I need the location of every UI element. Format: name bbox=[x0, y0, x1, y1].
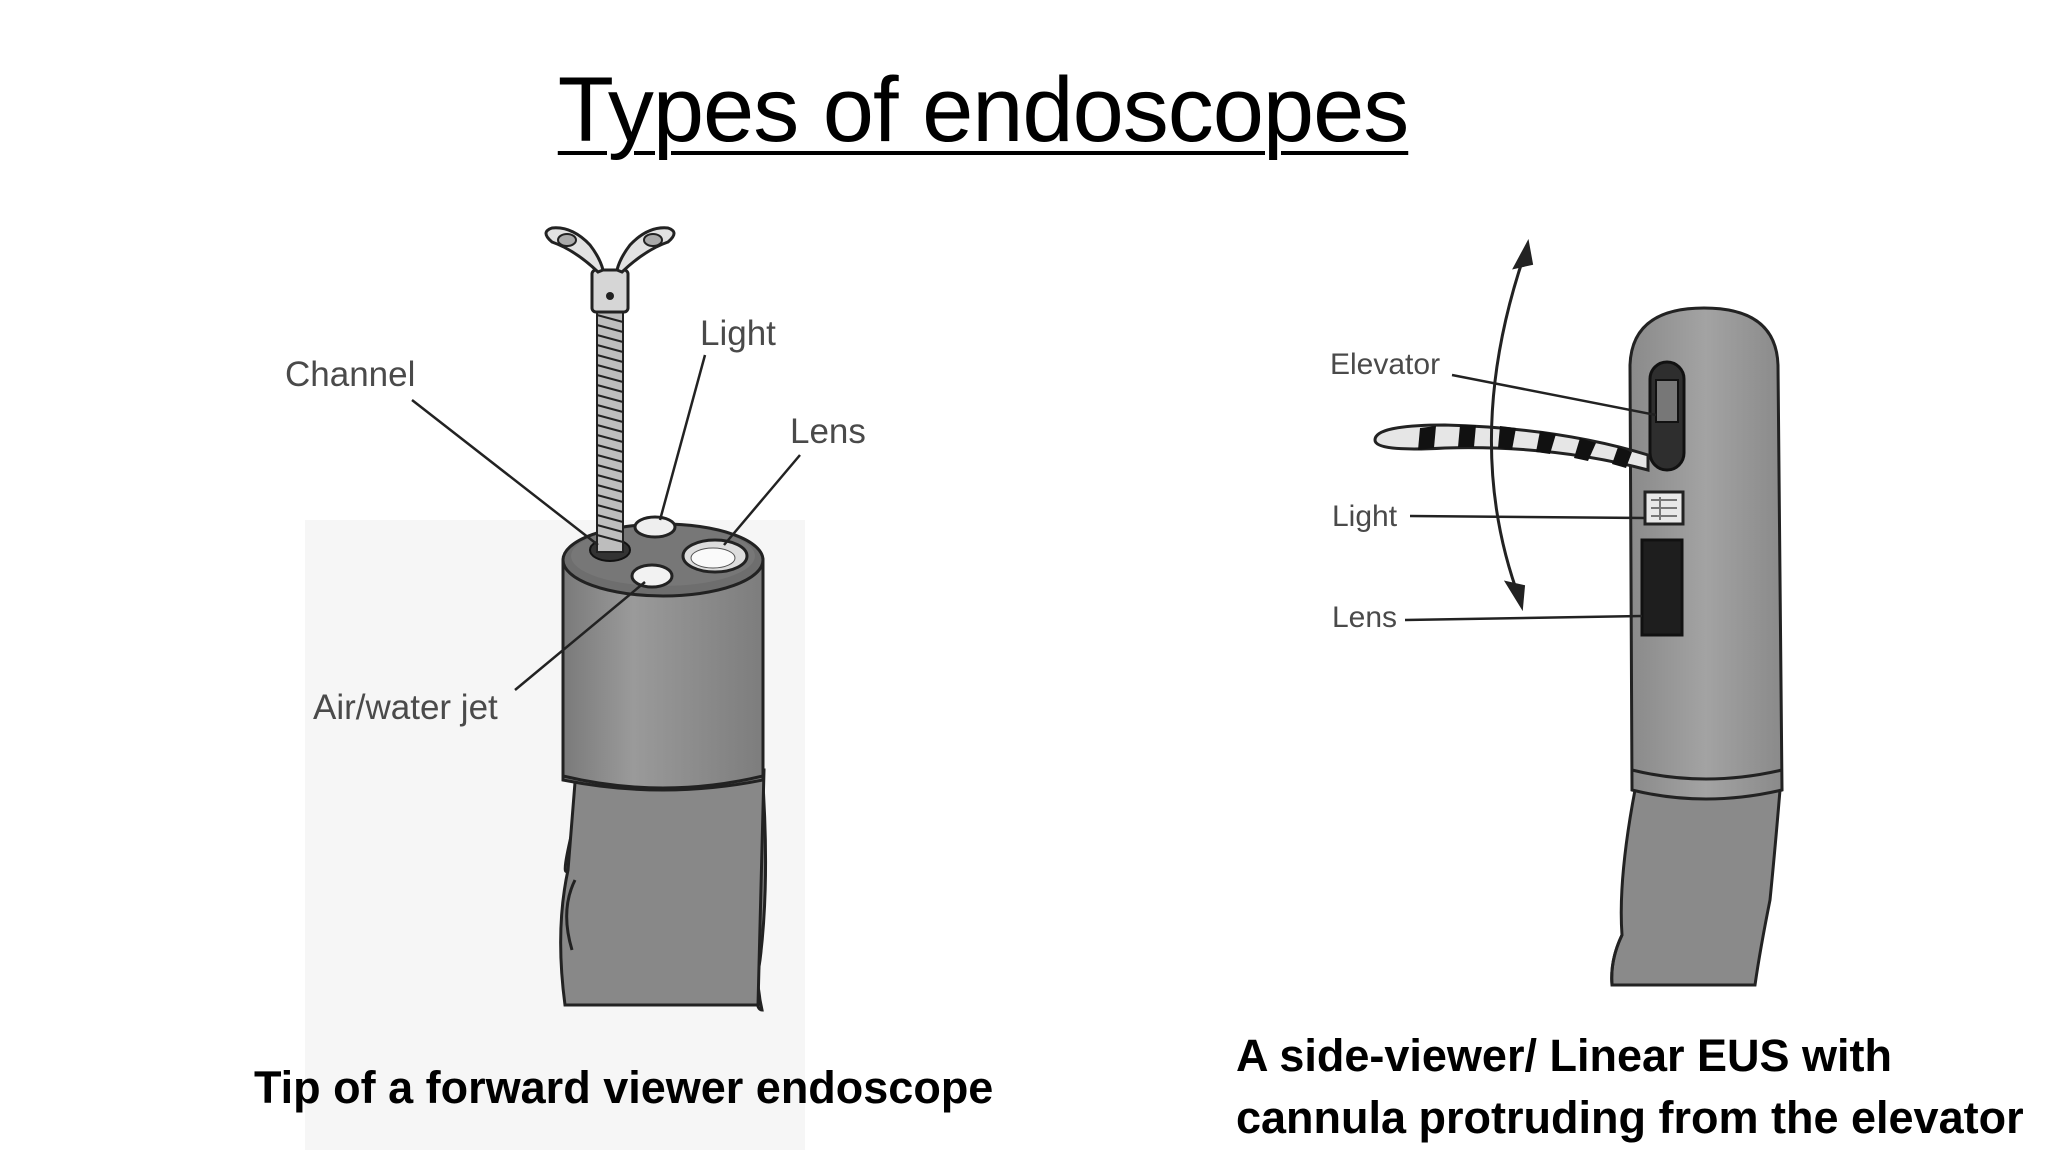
lens-leader-line-side bbox=[1404, 614, 1643, 622]
elevator-motion-arc bbox=[1490, 249, 1528, 601]
side-viewer-shaft bbox=[1610, 788, 1782, 987]
label-light: Light bbox=[700, 314, 776, 353]
channel-leader-line bbox=[411, 399, 599, 546]
forward-viewer-tip-seam bbox=[562, 774, 764, 790]
light-opening bbox=[633, 515, 677, 539]
biopsy-forceps bbox=[544, 226, 676, 553]
light-leader-line bbox=[658, 354, 707, 521]
label-light-side: Light bbox=[1332, 500, 1398, 533]
label-lens: Lens bbox=[790, 412, 866, 451]
lens-leader-line bbox=[723, 454, 801, 546]
light-window-pattern bbox=[1651, 497, 1677, 520]
side-viewer-caption-line-1: A side-viewer/ Linear EUS with bbox=[1236, 1030, 1893, 1081]
slide-title: Types of endoscopes bbox=[557, 59, 1409, 161]
forward-viewer-shaft-body bbox=[559, 768, 766, 1007]
lens-glass bbox=[690, 547, 736, 569]
side-viewer-shaft-crease bbox=[1610, 934, 1624, 986]
forward-viewer-tip-cylinder bbox=[561, 558, 765, 792]
air-water-jet-leader-line bbox=[514, 581, 646, 691]
label-elevator: Elevator bbox=[1330, 348, 1440, 381]
forward-viewer-caption: Tip of a forward viewer endoscope bbox=[254, 1062, 994, 1113]
cannula bbox=[1373, 423, 1650, 472]
light-leader-line-side bbox=[1409, 514, 1646, 520]
arrow-head-up bbox=[1512, 239, 1534, 270]
label-air-water-jet: Air/water jet bbox=[313, 688, 498, 727]
elevator-leader-line bbox=[1451, 373, 1657, 417]
label-channel: Channel bbox=[285, 355, 415, 394]
side-viewer-seam bbox=[1631, 768, 1783, 781]
forward-viewer-shaft-crease bbox=[565, 879, 577, 951]
arrow-head-down bbox=[1503, 580, 1526, 612]
elevator-lever bbox=[1655, 379, 1679, 423]
side-viewer-caption: A side-viewer/ Linear EUS with cannula p… bbox=[1236, 1025, 2024, 1149]
label-lens-side: Lens bbox=[1332, 601, 1397, 634]
side-viewer-illustration: Elevator Light Lens bbox=[1330, 239, 1784, 987]
side-lens-window bbox=[1640, 538, 1684, 637]
air-water-jet-opening bbox=[630, 563, 674, 589]
side-viewer-caption-line-2: cannula protruding from the elevator bbox=[1236, 1092, 2024, 1143]
forward-viewer-illustration: Channel Light Lens Air/water jet bbox=[285, 226, 866, 1150]
